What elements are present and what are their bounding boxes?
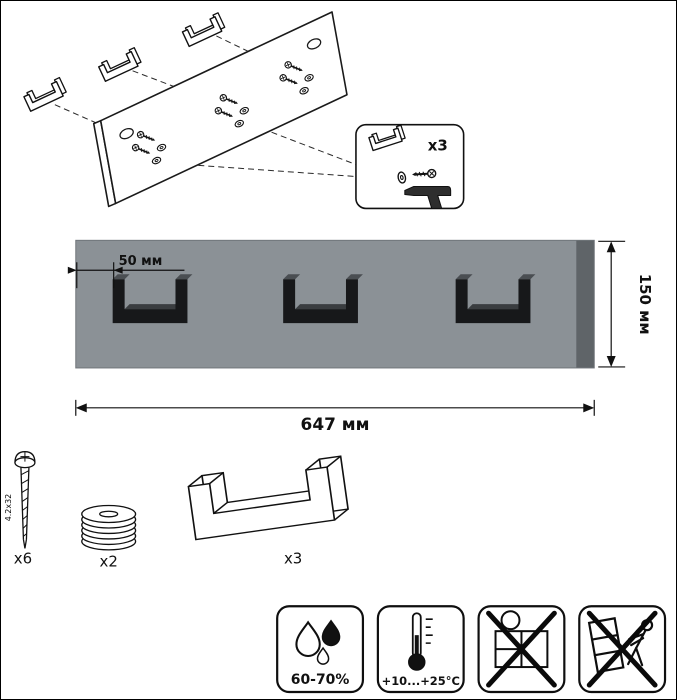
dimension-hook-offset xyxy=(67,262,185,289)
panel-hole xyxy=(306,38,322,50)
exploded-view: x3 xyxy=(23,11,465,210)
hook-front xyxy=(283,274,363,324)
x-mark-icon xyxy=(586,610,658,688)
dimension-hook-offset-label: 50 мм xyxy=(119,254,163,269)
panel-front-view: 50 мм 150 мм 647 мм xyxy=(67,239,654,434)
care-icons-row: 60-70% +10...+25°C xyxy=(276,605,667,694)
hook-front xyxy=(112,274,193,324)
hook-front xyxy=(455,274,536,324)
care-box-humidity: 60-70% xyxy=(276,605,365,694)
panel-right-edge xyxy=(576,240,595,368)
washer-stack-icon xyxy=(81,504,137,551)
callout-box: x3 xyxy=(355,123,465,210)
thermometer-icon xyxy=(408,612,433,671)
dimension-width-label: 647 мм xyxy=(301,414,370,434)
screw-icon xyxy=(14,451,36,549)
screw-count-label: x6 xyxy=(14,549,32,567)
hook-hardware-icon xyxy=(186,454,351,542)
care-box-no-drag xyxy=(578,605,667,694)
callout-count-label: x3 xyxy=(428,137,448,155)
hook-exploded xyxy=(181,12,226,48)
screw-size-label: 4.2x32 xyxy=(4,494,13,522)
care-box-temperature: +10...+25°C xyxy=(376,605,465,694)
hook-count-label: x3 xyxy=(284,549,302,567)
dimension-height xyxy=(598,240,626,368)
humidity-label: 60-70% xyxy=(291,672,350,688)
wall-panel-isometric xyxy=(92,11,348,208)
washer-count-label: x2 xyxy=(100,552,118,570)
hook-exploded xyxy=(23,76,67,112)
x-mark-icon xyxy=(486,610,557,688)
dimension-height-label: 150 мм xyxy=(636,274,654,335)
care-box-no-load xyxy=(477,605,566,694)
temperature-label: +10...+25°C xyxy=(382,674,460,688)
panel-hole xyxy=(119,127,134,140)
no-load-pictogram xyxy=(494,610,549,669)
drill-icon xyxy=(404,185,452,209)
dimension-width xyxy=(75,399,595,416)
hook-exploded xyxy=(98,47,142,82)
hardware-list: 4.2x32 x6 x2 x3 xyxy=(4,451,351,570)
